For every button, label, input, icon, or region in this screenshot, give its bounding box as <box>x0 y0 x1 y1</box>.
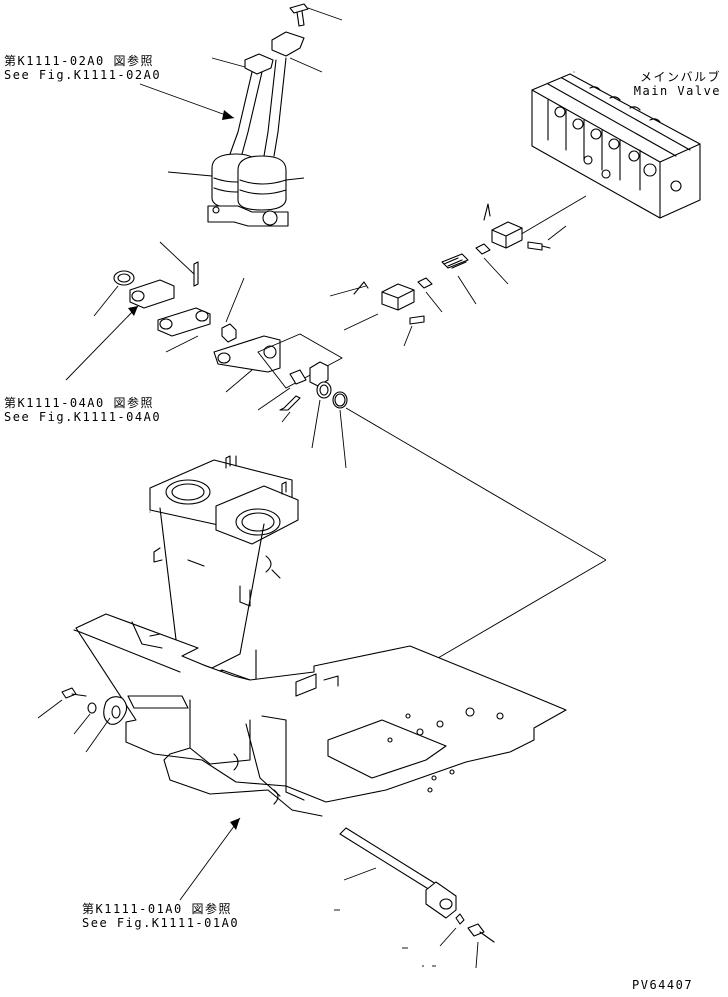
main-valve-text-en: Main Valve <box>633 84 722 98</box>
reference-text-jp: 第K1111-04A0 図参照 <box>4 396 154 410</box>
console-tower <box>37 455 567 969</box>
reference-label-top: 第K1111-02A0 図参照 See Fig.K1111-02A0 <box>4 54 161 82</box>
reference-arrows <box>65 83 241 901</box>
control-lever-assembly <box>167 3 343 227</box>
reference-text-jp: 第K1111-02A0 図参照 <box>4 54 154 68</box>
main-valve-label: メインバルブ Main Valve <box>632 70 721 98</box>
reference-label-bottom: 第K1111-01A0 図参照 See Fig.K1111-01A0 <box>82 902 239 930</box>
reference-text-en: See Fig.K1111-02A0 <box>4 68 162 82</box>
reference-text-en: See Fig.K1111-04A0 <box>4 410 162 424</box>
lever-linkage-parts <box>93 241 607 743</box>
reference-label-mid: 第K1111-04A0 図参照 See Fig.K1111-04A0 <box>4 396 161 424</box>
valve-linkage <box>329 195 587 347</box>
reference-text-en: See Fig.K1111-01A0 <box>82 916 240 930</box>
main-valve <box>531 71 701 219</box>
reference-text-jp: 第K1111-01A0 図参照 <box>82 902 232 916</box>
stray-marks <box>334 909 436 967</box>
main-valve-text-jp: メインバルブ <box>640 70 722 84</box>
drawing-code: PV64407 <box>632 978 694 992</box>
